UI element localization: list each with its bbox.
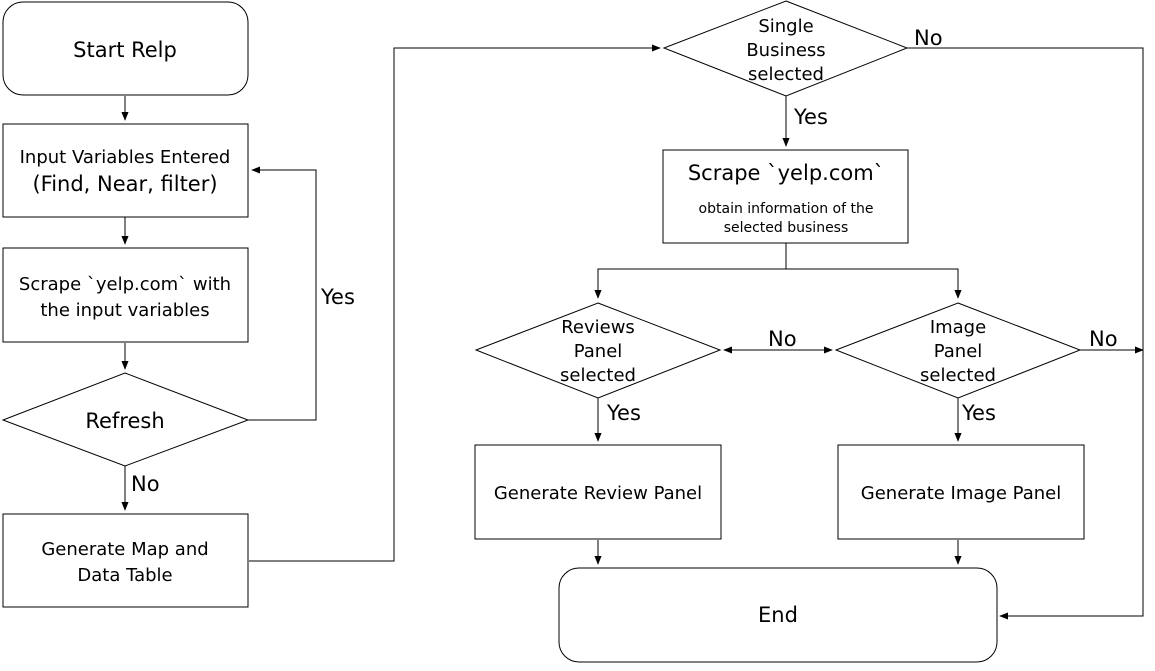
generate-review-box xyxy=(474,444,722,540)
reviews-panel-decision: Reviews Panel selected xyxy=(474,302,722,399)
start-node: Start Relp xyxy=(2,1,249,96)
start-terminal xyxy=(2,1,249,96)
refresh-decision: Refresh xyxy=(1,372,250,467)
input-variables-line-2: (Find, Near, filter) xyxy=(32,172,217,196)
generate-review-label: Generate Review Panel xyxy=(494,483,702,504)
image-panel-line-1: Image xyxy=(930,317,986,338)
scrape-business-title: Scrape `yelp.com` xyxy=(688,161,884,185)
scrape-input-box xyxy=(2,247,249,343)
single-business-decision: Single Business selected xyxy=(662,0,909,97)
edge-labels: Yes No No Yes No No Yes Yes xyxy=(131,26,1118,496)
reviews-yes-label: Yes xyxy=(606,401,641,425)
reviews-panel-line-3: selected xyxy=(560,365,636,386)
generate-map-node: Generate Map and Data Table xyxy=(2,513,249,608)
image-yes-label: Yes xyxy=(961,401,996,425)
arrow-split-to-reviews xyxy=(594,268,786,299)
refresh-diamond xyxy=(1,372,250,467)
end-terminal xyxy=(558,567,998,663)
generate-review-node: Generate Review Panel xyxy=(474,444,722,540)
scrape-business-desc-line-2: selected business xyxy=(724,220,849,236)
generate-map-line-1: Generate Map and xyxy=(41,539,208,560)
scrape-business-node: Scrape `yelp.com` obtain information of … xyxy=(662,149,909,244)
single-business-line-1: Single xyxy=(758,16,813,37)
end-label: End xyxy=(758,603,798,627)
generate-image-box xyxy=(837,444,1085,540)
arrow-map-to-single xyxy=(249,44,661,562)
single-business-line-3: selected xyxy=(748,64,824,85)
single-no-label: No xyxy=(914,26,943,50)
connectors xyxy=(121,44,1144,620)
end-node: End xyxy=(558,567,998,663)
input-variables-line-1: Input Variables Entered xyxy=(20,147,231,168)
single-business-diamond xyxy=(662,0,909,97)
image-panel-decision: Image Panel selected xyxy=(834,302,1082,399)
refresh-yes-label: Yes xyxy=(320,285,355,309)
scrape-business-desc-line-1: obtain information of the xyxy=(699,201,874,217)
refresh-no-label: No xyxy=(131,472,160,496)
arrow-single-no-to-end xyxy=(907,47,1144,620)
arrow-refresh-yes-loop xyxy=(248,166,317,421)
generate-image-label: Generate Image Panel xyxy=(861,483,1061,504)
generate-image-node: Generate Image Panel xyxy=(837,444,1085,540)
between-panels-no-label: No xyxy=(768,327,797,351)
reviews-panel-line-2: Panel xyxy=(574,341,623,362)
reviews-panel-diamond xyxy=(474,302,722,399)
input-variables-node: Input Variables Entered (Find, Near, fil… xyxy=(2,123,249,218)
image-panel-diamond xyxy=(834,302,1082,399)
single-yes-label: Yes xyxy=(793,105,828,129)
reviews-panel-line-1: Reviews xyxy=(561,317,635,338)
scrape-business-box xyxy=(662,149,909,244)
refresh-label: Refresh xyxy=(85,409,164,433)
scrape-input-node: Scrape `yelp.com` with the input variabl… xyxy=(2,247,249,343)
generate-map-box xyxy=(2,513,249,608)
image-no-label: No xyxy=(1089,327,1118,351)
input-variables-box xyxy=(2,123,249,218)
generate-map-line-2: Data Table xyxy=(77,565,172,586)
scrape-input-line-1: Scrape `yelp.com` with xyxy=(19,274,231,295)
image-panel-line-3: selected xyxy=(920,365,996,386)
scrape-input-line-2: the input variables xyxy=(40,300,209,321)
image-panel-line-2: Panel xyxy=(934,341,983,362)
single-business-line-2: Business xyxy=(746,40,825,61)
arrow-split-to-image xyxy=(786,268,962,299)
start-label: Start Relp xyxy=(73,38,177,62)
